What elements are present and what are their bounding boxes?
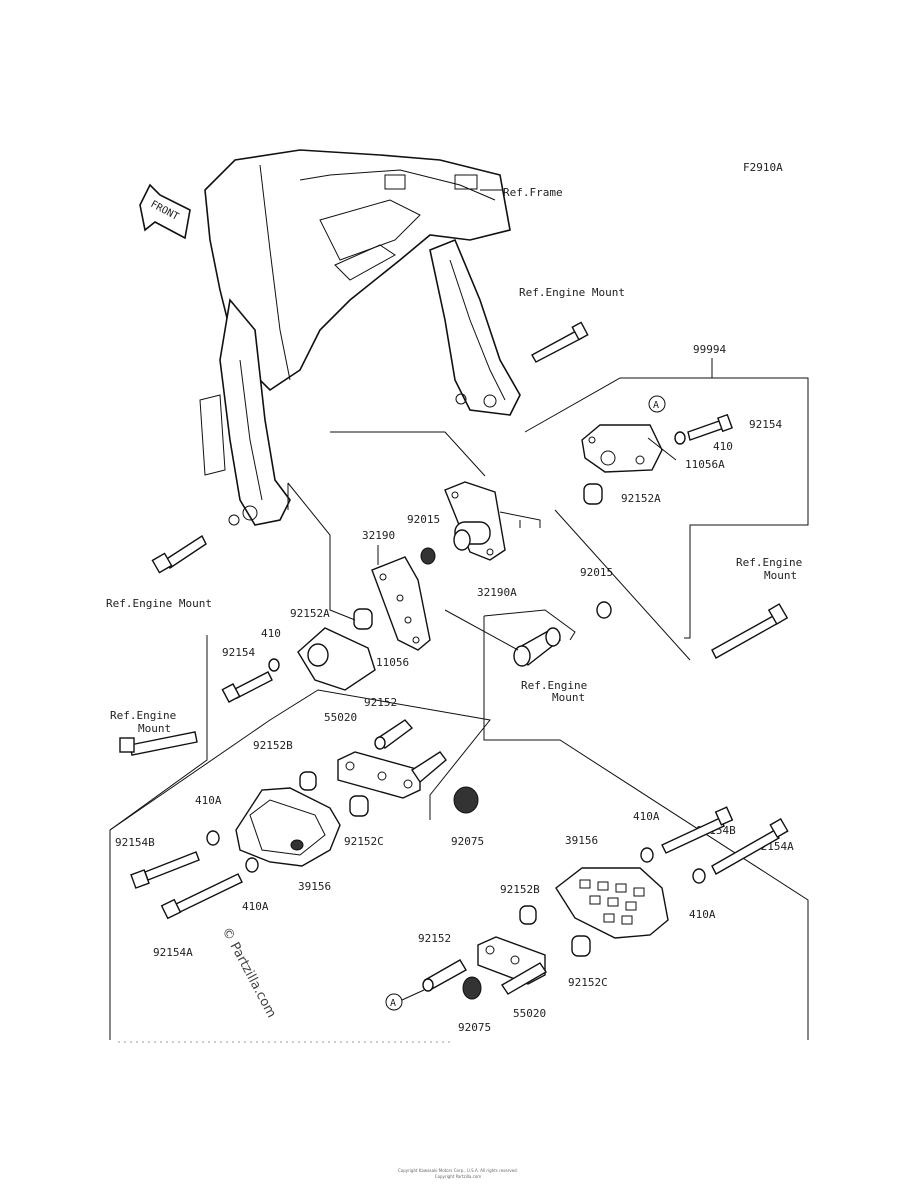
callout-a-bottom — [385, 993, 403, 1011]
ref-engine-mount-left-label: Ref.Engine Mount — [106, 597, 212, 610]
callout-a-bottom-label: A — [390, 998, 396, 1009]
ref-engine-mount-right-label-2: Mount — [764, 569, 797, 582]
part-410A-right-top: 410A — [633, 810, 660, 823]
ref-frame-label: Ref.Frame — [503, 186, 563, 199]
bolt-92154B-right — [661, 806, 734, 854]
part-92154-mid: 92154 — [222, 646, 255, 659]
ref-engine-mount-center-label-2: Mount — [552, 691, 585, 704]
part-11056: 11056 — [376, 656, 409, 669]
bracket-32190A — [444, 481, 506, 561]
plate-55020-right — [477, 936, 547, 995]
part-92154A-left: 92154A — [153, 946, 193, 959]
slider-39156-left — [235, 787, 341, 867]
footer-line-1: Copyright Kawasaki Motors Corp., U.S.A. … — [398, 1168, 518, 1173]
callout-a-top — [648, 395, 666, 413]
bracket-11056A — [581, 424, 663, 473]
part-92152A-top: 92152A — [621, 492, 661, 505]
part-55020-left: 55020 — [324, 711, 357, 724]
part-92075-left: 92075 — [451, 835, 484, 848]
washer-410A-left-bot — [245, 857, 259, 873]
washer-410A-right-bot — [692, 868, 706, 884]
spacer-92152B-left — [299, 771, 317, 791]
part-410A-left-bot: 410A — [242, 900, 269, 913]
part-92152B-right: 92152B — [500, 883, 540, 896]
washer-410A-right-top — [640, 847, 654, 863]
nut-92015-a — [420, 547, 436, 565]
washer-410-mid — [268, 658, 280, 672]
part-92152B-left: 92152B — [253, 739, 293, 752]
washer-410-top — [674, 431, 686, 445]
nut-92015-b — [596, 601, 612, 619]
part-410-mid: 410 — [261, 627, 281, 640]
slider-39156-right — [555, 867, 669, 939]
part-55020-right: 55020 — [513, 1007, 546, 1020]
bolt-92154-mid — [221, 671, 273, 703]
part-11056A: 11056A — [685, 458, 725, 471]
part-92152C-right: 92152C — [568, 976, 608, 989]
figure-code: F2910A — [743, 161, 783, 174]
spacer-92152-left — [374, 719, 414, 750]
bolt-92154B-left — [130, 851, 200, 889]
part-410A-right-bot: 410A — [689, 908, 716, 921]
engine-mount-bolt-left — [151, 534, 207, 574]
part-32190A: 32190A — [477, 586, 517, 599]
spacer-92152-right — [422, 959, 467, 992]
part-39156-right: 39156 — [565, 834, 598, 847]
callout-a-top-label: A — [653, 400, 659, 411]
bolt-92154-top — [687, 413, 733, 441]
engine-mount-bolt-right — [711, 603, 789, 659]
plate-55020-left — [337, 751, 447, 799]
part-410-top: 410 — [713, 440, 733, 453]
spacer-92152A-top — [583, 483, 603, 505]
part-92152-left: 92152 — [364, 696, 397, 709]
grommet-92075-right — [462, 976, 482, 1000]
part-92152C-left: 92152C — [344, 835, 384, 848]
ref-engine-mount-center-label-1: Ref.Engine — [521, 679, 587, 692]
bracket-11056 — [297, 627, 376, 691]
ref-engine-mount-lower-label-1: Ref.Engine — [110, 709, 176, 722]
part-92015-b: 92015 — [580, 566, 613, 579]
spacer-92152A-mid — [353, 608, 373, 630]
plate-32190 — [371, 556, 431, 651]
engine-mount-bolt-lower — [119, 731, 198, 756]
ref-engine-mount-top-label: Ref.Engine Mount — [519, 286, 625, 299]
grommet-92075-left — [453, 786, 479, 814]
washer-410A-left-top — [206, 830, 220, 846]
watermark: © Partzilla.com — [218, 925, 278, 1021]
front-arrow-icon: FRONT — [139, 183, 191, 240]
spacer-92152C-right — [571, 935, 591, 957]
part-92154B-left: 92154B — [115, 836, 155, 849]
part-410A-left-top: 410A — [195, 794, 222, 807]
part-92015-a: 92015 — [407, 513, 440, 526]
ref-engine-mount-lower-label-2: Mount — [138, 722, 171, 735]
part-99994: 99994 — [693, 343, 726, 356]
part-92152A-mid: 92152A — [290, 607, 330, 620]
ref-engine-mount-right-label-1: Ref.Engine — [736, 556, 802, 569]
engine-mount-bolt-top — [531, 321, 589, 363]
part-92075-right: 92075 — [458, 1021, 491, 1034]
part-92152-right: 92152 — [418, 932, 451, 945]
spacer-92152C-left — [349, 795, 369, 817]
part-39156-left: 39156 — [298, 880, 331, 893]
footer-line-2: Copyright Partzilla.com — [435, 1174, 482, 1179]
spacer-92152B-right — [519, 905, 537, 925]
part-92154-top: 92154 — [749, 418, 782, 431]
collar-engine-mount-center — [513, 627, 562, 667]
part-32190: 32190 — [362, 529, 395, 542]
frame-illustration — [199, 149, 521, 526]
bolt-92154A-left — [160, 873, 243, 920]
bolt-92154A-right — [711, 817, 789, 875]
